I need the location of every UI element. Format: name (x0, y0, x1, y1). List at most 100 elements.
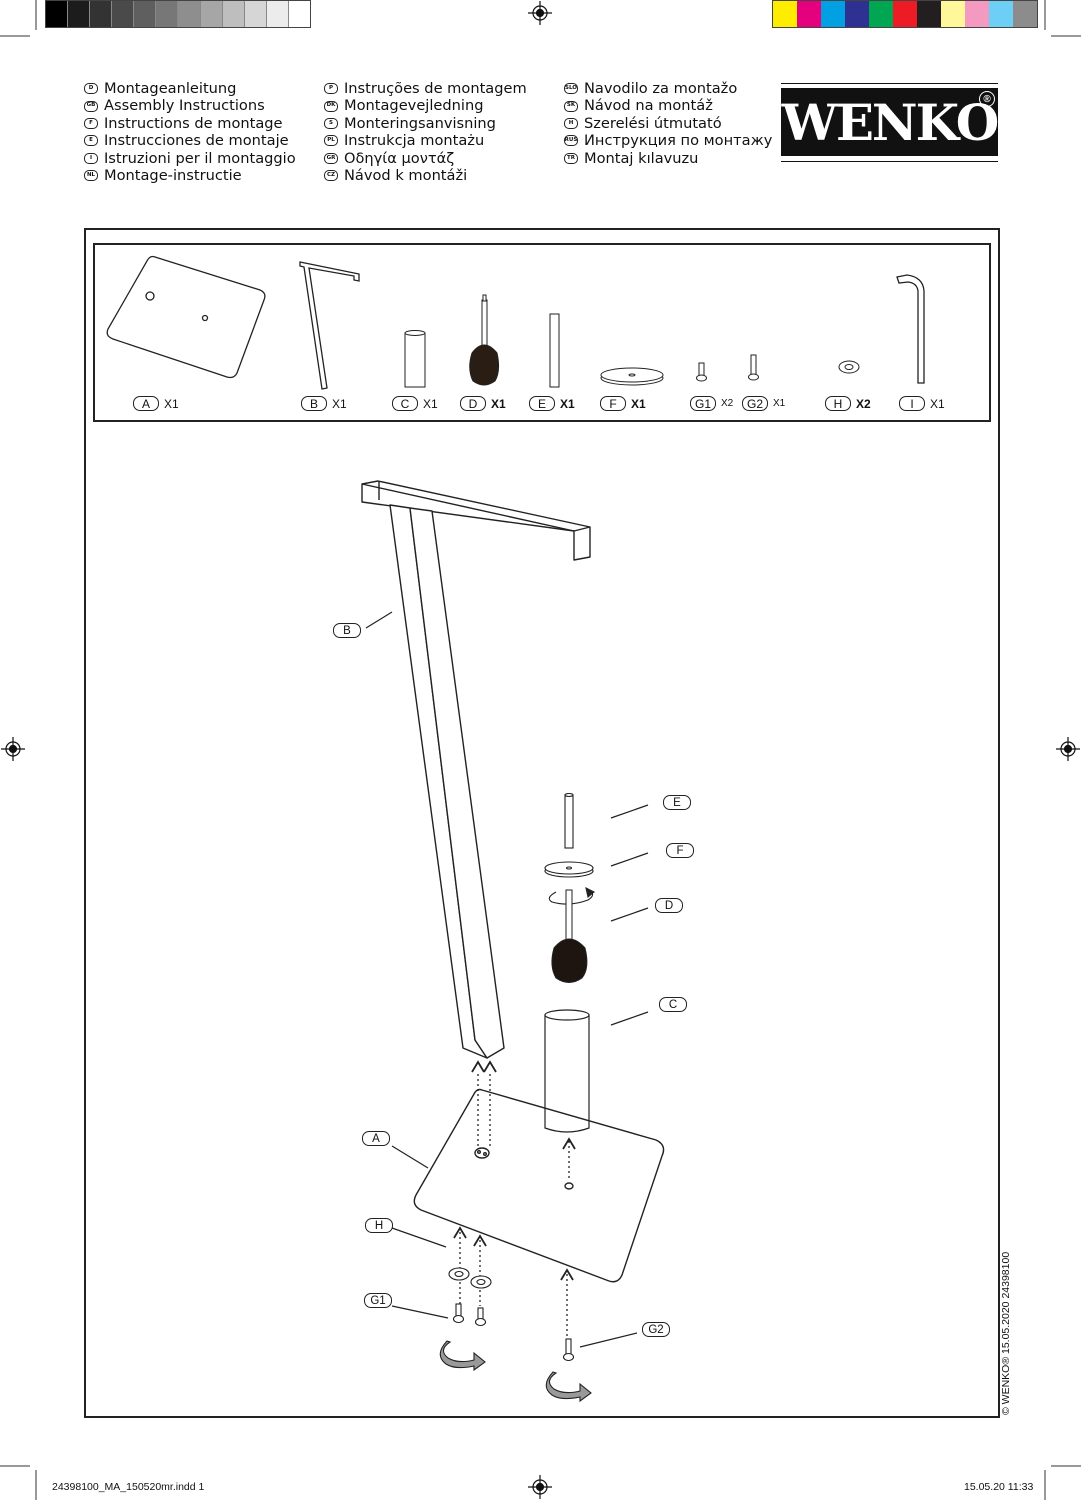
gray-swatch (288, 1, 310, 27)
assembly-stand-b (361, 480, 591, 1059)
language-label: Instrucciones de montaje (104, 132, 289, 150)
language-item: E Instrucciones de montaje (84, 132, 296, 149)
language-code-badge: GB (84, 100, 98, 112)
assembly-washers-h (448, 1267, 492, 1289)
gray-swatch (68, 1, 91, 27)
language-item: SK Návod na montáž (564, 97, 772, 114)
color-swatch (917, 1, 941, 27)
registration-mark-left (1, 737, 25, 761)
language-item: GR Οδηγία μοντάζ (324, 150, 527, 167)
language-code-badge: I (84, 152, 98, 164)
language-label: Οδηγία μοντάζ (344, 149, 455, 167)
callout-e: E (663, 795, 691, 810)
language-label: Navodilo za montažo (584, 80, 738, 97)
assembly-disc-f (544, 861, 594, 878)
gray-swatch (134, 1, 157, 27)
wenko-logo: WENKO ® (781, 83, 1000, 163)
color-swatch (869, 1, 893, 27)
process-color-bar (772, 0, 1038, 28)
part-h-washer (838, 360, 860, 374)
grayscale-color-bar (45, 0, 311, 28)
color-swatch (1013, 1, 1037, 27)
part-d-brush (469, 294, 500, 386)
language-label: Návod na montáž (584, 97, 713, 115)
parts-illustrations (106, 255, 925, 390)
color-swatch (797, 1, 821, 27)
language-code-badge: DK (324, 100, 338, 112)
language-item: S Monteringsanvisning (324, 115, 527, 132)
language-code-badge: RUS (564, 135, 578, 147)
language-label: Инструкция по монтажу (584, 132, 773, 150)
copyright-text: © WENKO® 15.05.2020 24398100 (1000, 1251, 1012, 1415)
language-label: Montage-instructie (104, 167, 242, 185)
language-item: TR Montaj kılavuzu (564, 150, 772, 167)
language-label: Monteringsanvisning (344, 114, 496, 132)
language-code-badge: SK (564, 100, 578, 112)
gray-swatch (90, 1, 113, 27)
tighten-arrow-left (439, 1340, 486, 1372)
language-item: RUS Инструкция по монтажу (564, 132, 772, 149)
assembly-frame (84, 228, 1000, 1418)
gray-swatch (222, 1, 245, 27)
color-swatch (845, 1, 869, 27)
language-label: Istruzioni per il montaggio (104, 149, 296, 167)
assembly-brush-d (551, 889, 588, 983)
gray-swatch (178, 1, 201, 27)
language-item: GB Assembly Instructions (84, 97, 296, 114)
callout-g2: G2 (642, 1322, 670, 1337)
language-item: SLO Navodilo za montažo (564, 80, 772, 97)
language-code-badge: NL (84, 170, 98, 182)
callout-c: C (659, 997, 687, 1012)
language-label: Assembly Instructions (104, 97, 265, 115)
leader-lines (365, 611, 649, 1348)
language-code-badge: SLO (564, 83, 578, 95)
language-code-badge: S (324, 118, 338, 130)
parts-list-frame (93, 243, 991, 422)
footer-filename: 24398100_MA_150520mr.indd 1 (52, 1481, 205, 1493)
language-code-badge: D (84, 83, 98, 95)
assembly-base-plate-a (413, 1088, 665, 1283)
tighten-arrow-right (545, 1371, 592, 1403)
registered-mark: ® (979, 91, 995, 107)
color-swatch (821, 1, 845, 27)
language-code-badge: E (84, 135, 98, 147)
callout-f: F (666, 843, 694, 858)
part-g2-screw (748, 354, 759, 381)
language-code-badge: H (564, 118, 578, 130)
language-code-badge: CZ (324, 170, 338, 182)
callout-h: H (365, 1218, 393, 1233)
assembly-screws-g1 (452, 1303, 487, 1327)
assembly-rod-e (564, 792, 574, 849)
language-code-badge: TR (564, 152, 578, 164)
registration-mark-top (528, 1, 552, 25)
language-label: Montaj kılavuzu (584, 149, 699, 167)
part-a-base-plate (106, 255, 266, 379)
logo-text: WENKO (781, 92, 1000, 152)
language-code-badge: GR (324, 152, 338, 164)
part-f-disc (600, 367, 664, 386)
gray-swatch (112, 1, 135, 27)
language-label: Instruções de montagem (344, 80, 527, 97)
color-swatch (893, 1, 917, 27)
language-label: Instructions de montage (104, 114, 283, 132)
callout-a: A (362, 1131, 390, 1146)
callout-b: B (333, 623, 361, 638)
